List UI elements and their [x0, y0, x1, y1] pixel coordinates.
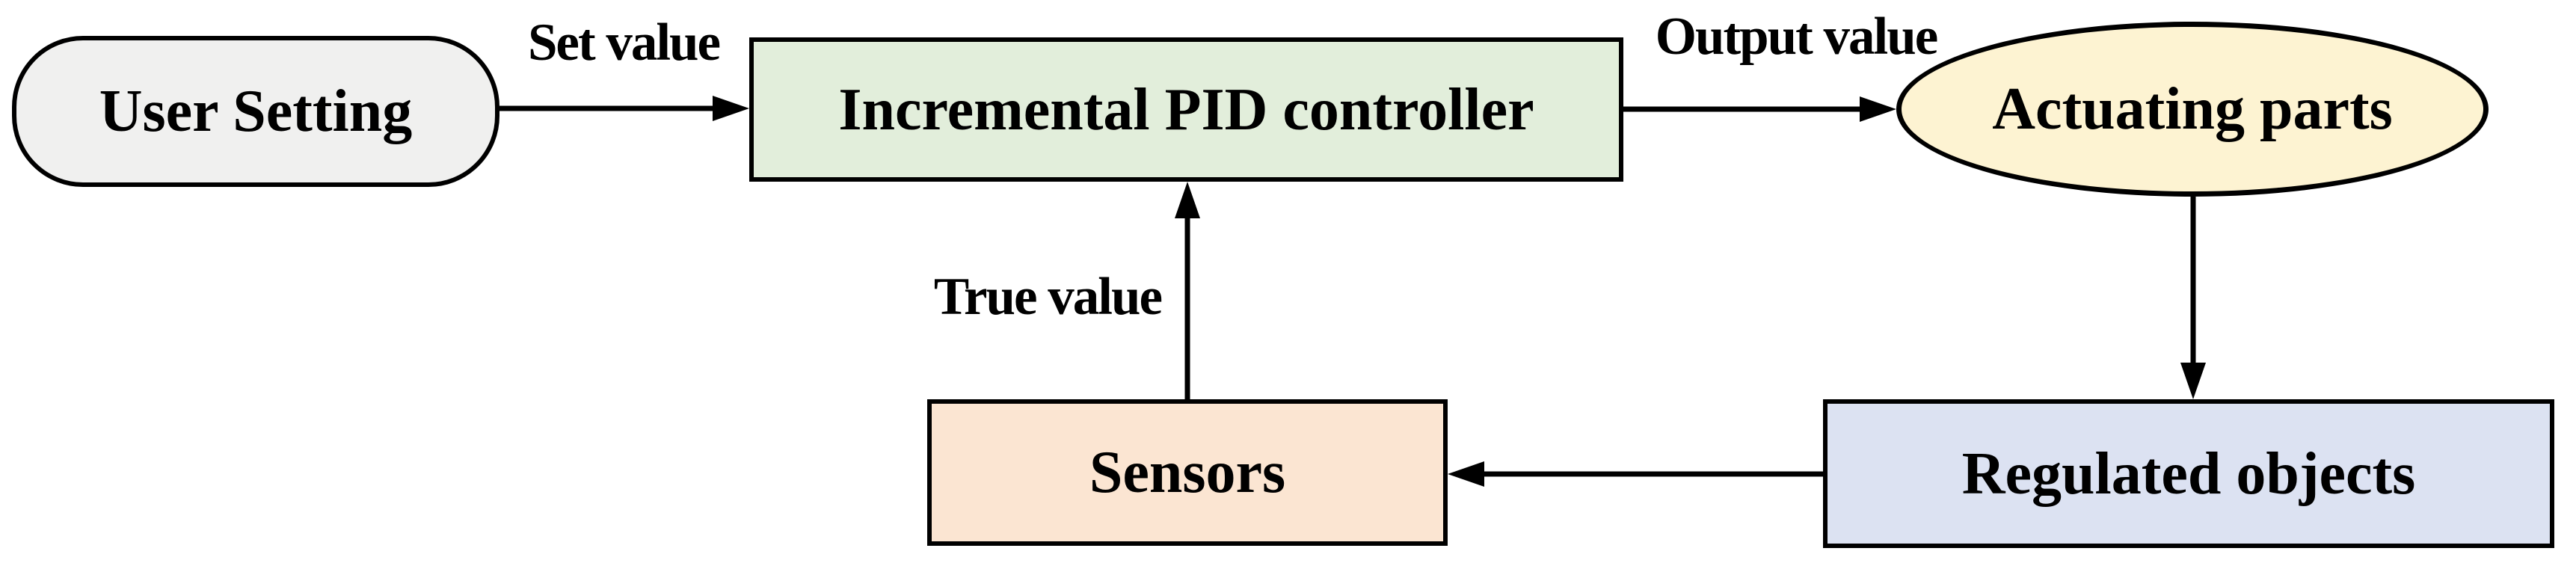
node-sensors: Sensors — [927, 399, 1448, 546]
node-user-setting-label: User Setting — [99, 79, 413, 144]
node-regulated-objects: Regulated objects — [1823, 399, 2554, 548]
arrow-output-value-head — [1860, 96, 1896, 122]
node-incremental-pid-controller-label: Incremental PID controller — [838, 76, 1534, 143]
arrow-true-value-head — [1175, 182, 1200, 218]
arrow-regulated-to-sensors-head — [1448, 461, 1484, 487]
node-incremental-pid-controller: Incremental PID controller — [749, 37, 1623, 182]
node-actuating-parts: Actuating parts — [1896, 22, 2489, 197]
arrow-actuating-to-regulated-head — [2180, 363, 2206, 399]
node-sensors-label: Sensors — [1089, 440, 1286, 505]
node-user-setting: User Setting — [12, 36, 499, 187]
edge-label-true-value: True value — [933, 268, 1163, 326]
node-regulated-objects-label: Regulated objects — [1961, 440, 2416, 507]
edge-label-output-value: Output value — [1655, 7, 1938, 66]
edge-label-set-value: Set value — [527, 13, 721, 72]
node-actuating-parts-label: Actuating parts — [1992, 76, 2393, 142]
arrow-set-value-head — [713, 96, 749, 121]
